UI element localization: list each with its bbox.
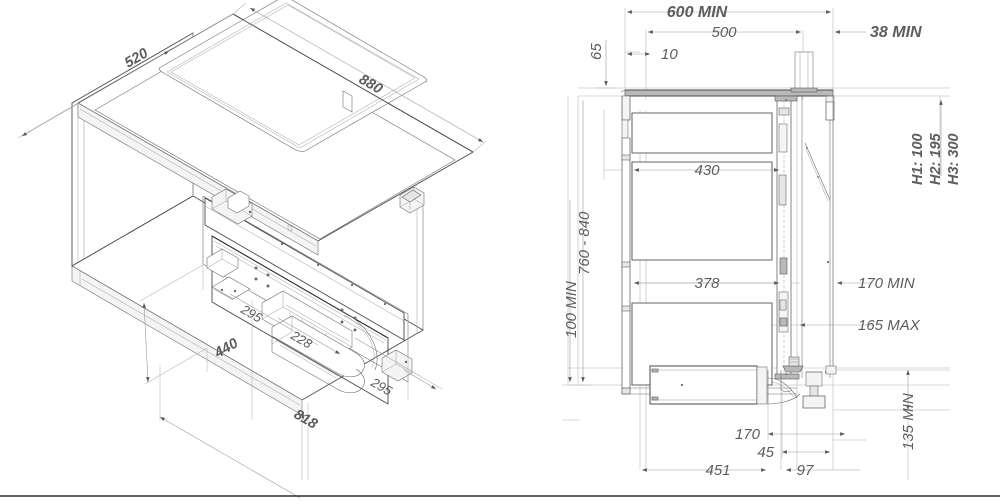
dim-38-min: 38 MIN	[870, 24, 922, 41]
dim-45: 45	[757, 444, 774, 461]
dim-430: 430	[694, 162, 720, 179]
section-rear-panel	[825, 95, 837, 375]
height-option-h3: H3: 300	[946, 133, 962, 185]
height-option-h1: H1: 100	[910, 133, 926, 185]
dim-65: 65	[588, 43, 605, 60]
iso-appliance-body	[202, 186, 425, 405]
section-riser	[790, 51, 818, 93]
section-cabinet-frame	[621, 95, 631, 395]
dim-100-min: 100 MIN	[563, 281, 580, 338]
dim-451: 451	[705, 462, 730, 479]
section-dimension-labels: 600 MIN 500 38 MIN 65 10 430 378 170 MIN…	[563, 4, 962, 479]
dim-170: 170	[735, 426, 761, 443]
iso-dimension-lines	[17, 2, 487, 499]
dim-600-min: 600 MIN	[667, 4, 728, 21]
dim-10: 10	[661, 46, 678, 63]
section-view: 600 MIN 500 38 MIN 65 10 430 378 170 MIN…	[562, 4, 962, 480]
section-dimension-lines	[562, 10, 943, 480]
dim-760-840: 760 - 840	[576, 211, 593, 275]
dim-165-max: 165 MAX	[858, 317, 921, 334]
height-option-h2: H2: 195	[928, 132, 944, 185]
dim-97: 97	[797, 462, 814, 479]
section-duct-elbow	[767, 356, 826, 409]
section-drawers	[631, 112, 773, 386]
dim-378: 378	[694, 275, 720, 292]
dim-500: 500	[711, 24, 737, 41]
iso-view: 520 880 295 228 440 818 295	[17, 0, 487, 499]
dim-135-min: 135 MIN	[900, 393, 917, 450]
iso-motor-housing	[261, 290, 378, 394]
section-appliance	[774, 95, 831, 380]
dim-170-min: 170 MIN	[858, 275, 915, 292]
